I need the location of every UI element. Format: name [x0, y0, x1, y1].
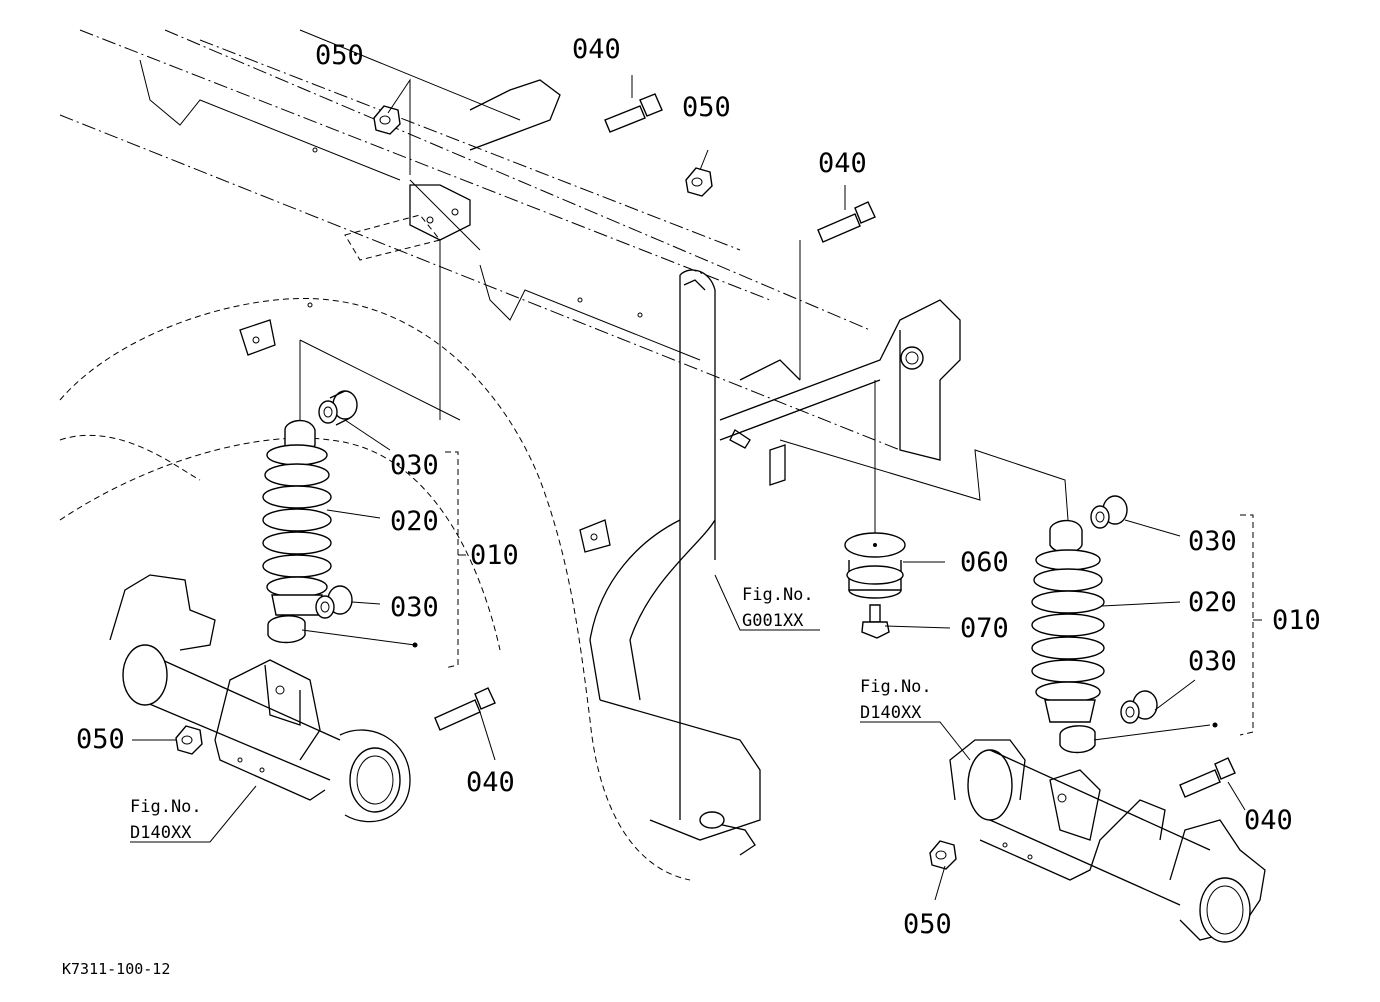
label-030-lower-left: 030	[390, 592, 439, 623]
drawing-code: K7311-100-12	[62, 960, 170, 978]
label-050-top-left: 050	[315, 40, 364, 71]
bolt-070	[861, 604, 890, 639]
nut-050-top-left	[373, 105, 401, 135]
fig-ref-left-line1: Fig.No.	[130, 797, 202, 817]
figure-references: Fig.No. D140XX Fig.No. G001XX Fig.No. D1…	[130, 585, 932, 843]
label-010-left: 010	[470, 540, 519, 571]
left-axle-housing	[109, 574, 411, 823]
label-040-left-lower: 040	[466, 767, 515, 798]
frame-structure	[59, 29, 1069, 881]
nut-050-left-lower	[175, 725, 203, 755]
label-030-lower-right: 030	[1188, 646, 1237, 677]
label-040-right-lower: 040	[1244, 805, 1293, 836]
label-050-left-lower: 050	[76, 724, 125, 755]
label-070: 070	[960, 613, 1009, 644]
bolt-040-top	[604, 93, 663, 133]
label-060: 060	[960, 547, 1009, 578]
label-030-upper-right: 030	[1188, 526, 1237, 557]
rubber-mount-060	[844, 532, 906, 599]
right-axle-housing	[949, 739, 1266, 943]
label-040-right-upper: 040	[818, 148, 867, 179]
label-020-left: 020	[390, 506, 439, 537]
label-020-right: 020	[1188, 587, 1237, 618]
bushing-030-lower-left	[315, 585, 353, 619]
fig-ref-center-line1: Fig.No.	[742, 585, 814, 605]
nut-050-top-right	[685, 167, 713, 197]
bushing-030-upper-left	[318, 390, 358, 426]
part-labels: 050 040 050 040 030 020 010 030 050 040 …	[76, 34, 1321, 940]
fig-ref-left-line2: D140XX	[130, 823, 192, 843]
label-050-right-lower: 050	[903, 909, 952, 940]
right-shock-absorber	[1031, 495, 1254, 754]
bolt-040-right-upper	[817, 201, 876, 243]
nut-050-right-lower	[929, 840, 957, 870]
label-050-top-right: 050	[682, 92, 731, 123]
label-030-upper-left: 030	[390, 450, 439, 481]
bolt-040-left-lower	[434, 687, 496, 731]
fig-ref-right-line2: D140XX	[860, 703, 922, 723]
label-010-right: 010	[1272, 605, 1321, 636]
label-040-top: 040	[572, 34, 621, 65]
fig-ref-right-line1: Fig.No.	[860, 677, 932, 697]
left-shock-absorber	[262, 390, 459, 669]
leader-lines	[130, 75, 1262, 901]
bolt-040-right-lower	[1179, 757, 1236, 798]
fig-ref-center-line2: G001XX	[742, 611, 804, 631]
bushing-030-upper-right	[1090, 495, 1128, 529]
bushing-030-lower-right	[1120, 690, 1158, 724]
